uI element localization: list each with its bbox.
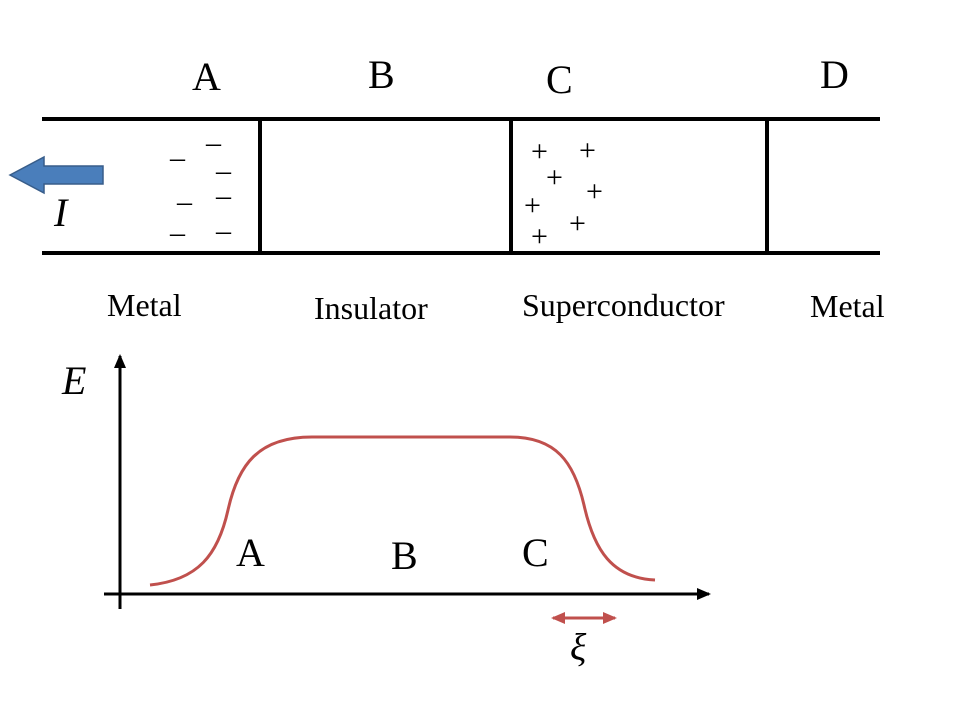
negative-charge: –	[169, 216, 186, 249]
negative-charge: –	[215, 154, 232, 187]
negative-charges: – – – – – – –	[169, 126, 232, 249]
energy-plot: E A B C ξ	[61, 354, 711, 669]
material-label-insulator: Insulator	[314, 290, 428, 326]
current-arrow	[8, 155, 104, 195]
positive-charge: +	[531, 135, 548, 168]
negative-charge: –	[215, 214, 232, 247]
energy-curve	[149, 435, 656, 587]
material-label-metal-right: Metal	[810, 288, 885, 324]
region-letter-a: A	[192, 54, 221, 99]
plot-letter-c: C	[522, 530, 549, 575]
plot-letter-a: A	[236, 530, 265, 575]
negative-charge: –	[169, 141, 186, 174]
positive-charge: +	[579, 134, 596, 167]
negative-charge: –	[205, 126, 222, 159]
junction-strip	[42, 117, 880, 255]
material-label-metal-left: Metal	[107, 287, 182, 323]
positive-charge: +	[531, 220, 548, 253]
positive-charge: +	[546, 161, 563, 194]
negative-charge: –	[176, 185, 193, 218]
positive-charges: + + + + + + +	[524, 134, 603, 253]
y-axis-label: E	[61, 358, 86, 403]
region-letter-b: B	[368, 52, 395, 97]
negative-charge: –	[215, 179, 232, 212]
current-label: I	[53, 190, 69, 235]
coherence-length-label: ξ	[570, 627, 587, 669]
plot-letter-b: B	[391, 533, 418, 578]
positive-charge: +	[586, 175, 603, 208]
positive-charge: +	[569, 207, 586, 240]
material-label-superconductor: Superconductor	[522, 287, 725, 323]
positive-charge: +	[524, 189, 541, 222]
region-letter-c: C	[546, 57, 573, 102]
region-letter-d: D	[820, 52, 849, 97]
